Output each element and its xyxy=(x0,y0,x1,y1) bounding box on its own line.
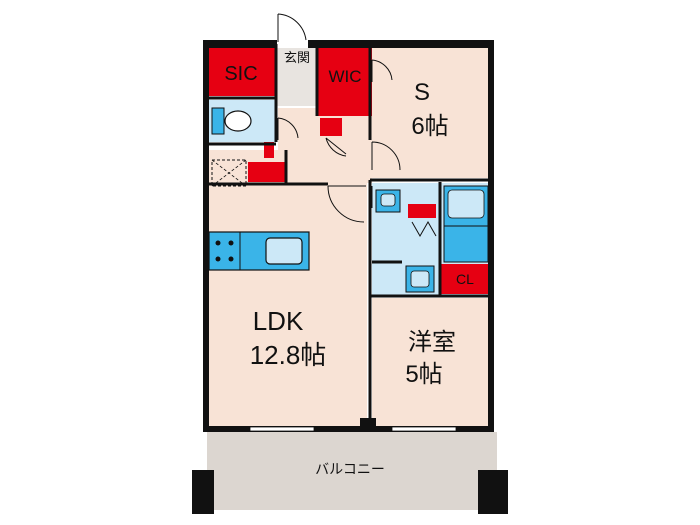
sic-label: SIC xyxy=(224,63,257,85)
column-center xyxy=(360,418,376,430)
exterior-walls xyxy=(192,40,508,514)
stove-icon xyxy=(210,233,240,269)
cl-block xyxy=(440,264,490,294)
wash-cabinet-block xyxy=(408,204,436,218)
s-room-floor xyxy=(372,48,490,178)
bathtub-icon xyxy=(443,185,489,263)
wic-block xyxy=(318,48,372,116)
yoshitsu-label: 洋室 xyxy=(408,329,456,356)
yoshitsu-floor xyxy=(372,298,490,428)
balcony-pillar-right xyxy=(478,470,508,514)
washroom-folding-door xyxy=(411,220,437,238)
pipe-shaft-block xyxy=(248,162,286,182)
wic-lower-block xyxy=(320,118,342,136)
s-room-size: 6帖 xyxy=(411,113,448,140)
windows xyxy=(249,426,457,432)
interior-walls xyxy=(207,44,492,420)
balcony-pillar-left xyxy=(192,470,214,514)
balcony-floor xyxy=(207,432,497,510)
storage-blocks xyxy=(207,48,490,294)
toilet-icon xyxy=(211,107,252,135)
wic-lower-door xyxy=(325,137,347,157)
ldk-size: 12.8帖 xyxy=(250,340,327,370)
kitchen-sink-icon xyxy=(265,237,303,265)
doors xyxy=(275,13,401,223)
cl-label: CL xyxy=(456,271,474,287)
yoshitsu-size: 5帖 xyxy=(405,361,442,388)
sic-block xyxy=(207,48,275,96)
room-labels: SIC 玄関 WIC S 6帖 LDK 12.8帖 洋室 5帖 CL バルコニー xyxy=(224,50,474,477)
washing-machine-icon xyxy=(405,265,435,293)
entrance-door xyxy=(277,13,307,42)
s-room-label: S xyxy=(414,79,430,106)
washbasin-icon xyxy=(375,189,401,213)
wic-door xyxy=(371,59,393,82)
fixtures xyxy=(208,107,489,293)
small-red-block xyxy=(264,142,274,158)
wic-label: WIC xyxy=(328,67,361,86)
shoe-box-icon xyxy=(211,159,247,187)
kitchen-counter xyxy=(208,231,310,271)
ldk-door xyxy=(327,185,366,223)
s-room-door xyxy=(371,141,401,171)
ldk-label: LDK xyxy=(253,306,304,336)
balcony-label: バルコニー xyxy=(315,461,385,477)
toilet-door xyxy=(277,117,299,140)
ldk-floor xyxy=(207,181,367,428)
genkan-floor xyxy=(277,48,317,106)
genkan-label: 玄関 xyxy=(284,50,310,65)
